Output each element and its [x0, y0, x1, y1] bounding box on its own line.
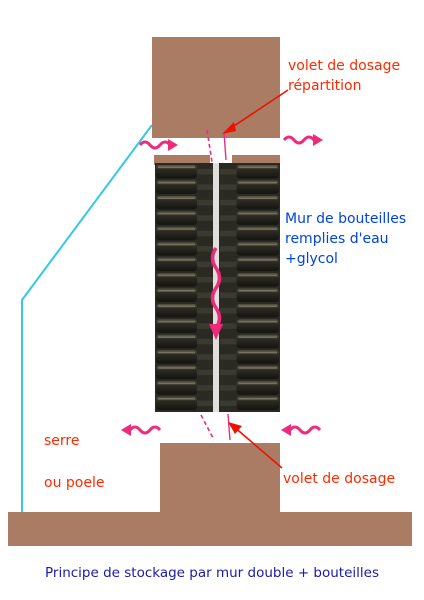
bottle — [156, 381, 213, 395]
bottle — [156, 303, 213, 318]
bottle — [220, 319, 279, 333]
wall-label-line2: remplies d'eau — [285, 231, 389, 247]
serre-label: serre — [44, 433, 79, 449]
bottom-valve-label: volet de dosage — [283, 471, 395, 487]
bottle — [220, 381, 279, 395]
bottle — [156, 165, 213, 179]
flow-arrow-down-central — [209, 246, 223, 340]
bottle — [220, 303, 279, 318]
bottle — [220, 180, 279, 194]
flow-arrow-top-left — [138, 139, 178, 151]
flow-arrow-bottom-right — [281, 424, 322, 436]
bottle — [156, 396, 213, 410]
bottle — [156, 365, 213, 380]
bottle — [156, 334, 213, 349]
bottle — [220, 242, 279, 256]
bottle — [156, 350, 213, 364]
bottle — [156, 211, 213, 225]
top-valve-pointer — [222, 89, 289, 134]
bottom-valve-dashed — [200, 414, 215, 441]
wall-label-line1: Mur de bouteilles — [285, 211, 406, 227]
diagram-caption: Principe de stockage par mur double + bo… — [45, 565, 379, 581]
bottle — [220, 334, 279, 349]
bottle — [156, 226, 213, 241]
bottom-valve-line — [227, 413, 231, 441]
bottle — [220, 396, 279, 410]
right-wall-cap — [232, 155, 280, 165]
bottle — [220, 288, 279, 302]
bottle — [220, 365, 279, 380]
flow-arrow-top-right — [282, 134, 323, 146]
bottle — [156, 195, 213, 210]
top-masonry-block — [152, 37, 280, 138]
bottle — [156, 242, 213, 256]
top-valve-dashed — [206, 129, 213, 163]
bottle — [156, 319, 213, 333]
bottle — [220, 350, 279, 364]
bottom-valve-pointer — [228, 422, 283, 469]
bottle — [220, 211, 279, 225]
bottle — [220, 257, 279, 272]
bottom-masonry-block — [160, 443, 280, 513]
bottle — [220, 226, 279, 241]
wall-label-line3: +glycol — [285, 251, 338, 267]
bottle — [156, 180, 213, 194]
top-valve-label-line1: volet de dosage — [288, 58, 400, 74]
floor-slab — [8, 512, 412, 546]
top-valve-line — [223, 131, 227, 161]
greenhouse-outline — [21, 124, 153, 512]
flow-arrow-bottom-left — [121, 424, 162, 436]
bottle — [220, 165, 279, 179]
left-wall-cap — [154, 155, 210, 165]
top-valve-label-line2: répartition — [288, 78, 361, 94]
bottle — [156, 257, 213, 272]
bottle — [156, 273, 213, 287]
bottle-wall — [156, 165, 279, 410]
bottle — [156, 288, 213, 302]
bottle — [220, 273, 279, 287]
poele-label: ou poele — [44, 475, 104, 491]
bottle — [220, 195, 279, 210]
